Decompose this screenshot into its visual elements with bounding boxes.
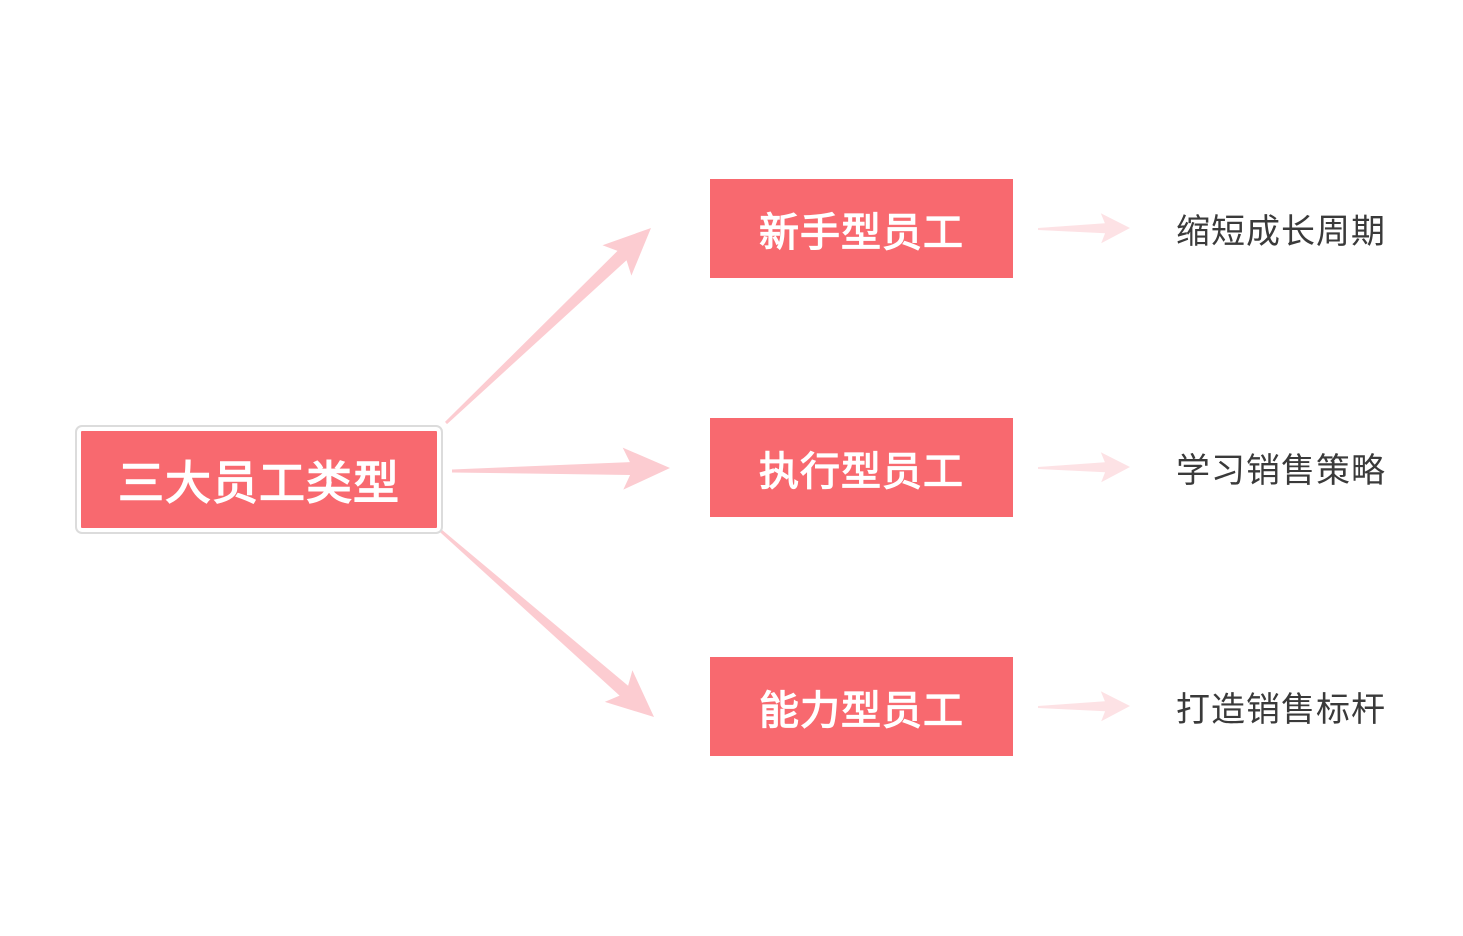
root-node[interactable]: 三大员工类型 bbox=[75, 425, 443, 534]
node-novice-employee[interactable]: 新手型员工 bbox=[710, 179, 1013, 278]
outcome-learn-sales-strategy[interactable]: 学习销售策略 bbox=[1176, 418, 1436, 517]
root-node-label: 三大员工类型 bbox=[118, 456, 400, 509]
node-executor-employee-label: 执行型员工 bbox=[759, 449, 964, 494]
arrow-novice-to-outcome bbox=[1038, 213, 1130, 244]
node-executor-employee[interactable]: 执行型员工 bbox=[710, 418, 1013, 517]
outcome-learn-sales-strategy-label: 学习销售策略 bbox=[1176, 452, 1386, 490]
node-capability-employee[interactable]: 能力型员工 bbox=[710, 657, 1013, 756]
arrow-root-to-capability bbox=[440, 529, 654, 717]
outcome-build-sales-benchmark-label: 打造销售标杆 bbox=[1176, 691, 1386, 729]
outcome-shorten-growth-cycle-label: 缩短成长周期 bbox=[1176, 213, 1386, 251]
arrow-capability-to-outcome bbox=[1038, 691, 1130, 722]
arrow-root-to-executor bbox=[452, 447, 670, 490]
outcome-shorten-growth-cycle[interactable]: 缩短成长周期 bbox=[1176, 179, 1436, 278]
arrow-root-to-novice bbox=[445, 228, 651, 425]
node-novice-employee-label: 新手型员工 bbox=[759, 210, 964, 255]
node-capability-employee-label: 能力型员工 bbox=[759, 688, 964, 733]
arrow-executor-to-outcome bbox=[1038, 452, 1130, 483]
outcome-build-sales-benchmark[interactable]: 打造销售标杆 bbox=[1176, 657, 1436, 756]
